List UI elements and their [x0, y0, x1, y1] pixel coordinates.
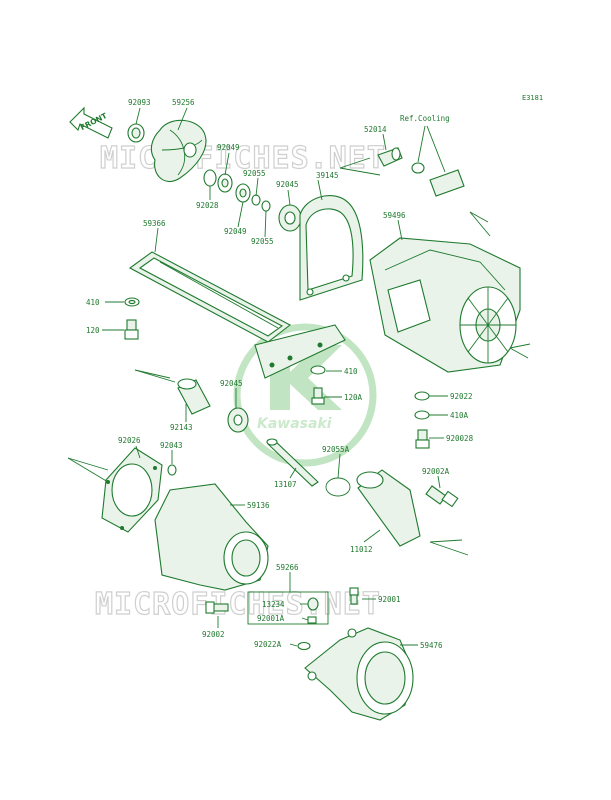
- label-52014: 52014: [364, 125, 387, 134]
- label-92001a: 92001A: [257, 614, 285, 623]
- kit-59266-box: [247, 591, 329, 625]
- label-92001: 92001: [378, 595, 401, 604]
- cone-11012: [356, 469, 421, 547]
- nut-92043: [167, 464, 177, 476]
- label-13107: 13107: [274, 480, 297, 489]
- label-92049-top: 92049: [217, 143, 240, 152]
- washer-92022a: [297, 641, 311, 651]
- label-59366: 59366: [143, 219, 166, 228]
- bolt-92002a: [425, 485, 459, 508]
- bearing-92045: [227, 407, 249, 433]
- bolt-120: [124, 319, 139, 340]
- label-92055a: 92055A: [322, 445, 350, 454]
- label-410-right: 410: [344, 367, 358, 376]
- label-920028: 920028: [446, 434, 474, 443]
- label-92055-top: 92055: [243, 169, 266, 178]
- label-410-left: 410: [86, 298, 100, 307]
- bolt-920028: [415, 429, 430, 449]
- label-120: 120: [86, 326, 100, 335]
- label-92093: 92093: [128, 98, 151, 107]
- label-92043: 92043: [160, 441, 183, 450]
- shaft-13107: [266, 438, 319, 487]
- label-59496: 59496: [383, 211, 406, 220]
- label-92022: 92022: [450, 392, 473, 401]
- washer-410-right: [310, 365, 326, 375]
- washer-410a: [414, 410, 430, 420]
- watermark-top: MICROFICHES.NET: [100, 141, 386, 176]
- bushing-92143: [177, 378, 211, 415]
- label-ref-cooling: Ref.Cooling: [400, 114, 450, 123]
- label-11012: 11012: [350, 545, 373, 554]
- bolt-92002: [205, 601, 229, 614]
- label-92028: 92028: [196, 201, 219, 210]
- impeller-group: [127, 119, 302, 232]
- cover-39145: [299, 195, 364, 301]
- label-410a: 410A: [450, 411, 469, 420]
- label-120a: 120A: [344, 393, 363, 402]
- label-39145: 39145: [316, 171, 339, 180]
- label-59136: 59136: [247, 501, 270, 510]
- label-92049-bottom: 92049: [224, 227, 247, 236]
- label-59266: 59266: [276, 563, 299, 572]
- label-92022a: 92022A: [254, 640, 282, 649]
- cooling-fitting: [377, 147, 465, 197]
- kawasaki-logo-text: Kawasaki: [257, 416, 332, 432]
- bolt-92001a: [307, 616, 317, 624]
- bolt-120a: [311, 387, 325, 405]
- diagram-code: E3181: [522, 94, 543, 102]
- label-92055-bottom: 92055: [251, 237, 274, 246]
- nozzle-59476: [304, 627, 414, 721]
- leader-lines: [67, 107, 531, 647]
- plate-59366: [128, 251, 346, 379]
- lever-13234: [307, 597, 319, 611]
- label-92143: 92143: [170, 423, 193, 432]
- label-92026: 92026: [118, 436, 141, 445]
- gasket-92026: [101, 447, 163, 533]
- label-92002a: 92002A: [422, 467, 450, 476]
- label-92045-top: 92045: [276, 180, 299, 189]
- bolt-92001: [349, 587, 359, 605]
- o-ring-92055a: [325, 477, 351, 497]
- label-59256: 59256: [172, 98, 195, 107]
- pump-housing-59496: [369, 237, 521, 373]
- label-13234: 13234: [262, 600, 285, 609]
- label-92002: 92002: [202, 630, 225, 639]
- label-92045-mid: 92045: [220, 379, 243, 388]
- washer-92022: [414, 391, 430, 401]
- watermark-bottom: MICROFICHES.NET: [95, 587, 381, 622]
- nozzle-59136: [154, 483, 269, 591]
- label-59476: 59476: [420, 641, 443, 650]
- washer-410: [124, 297, 140, 307]
- front-arrow-icon: FRONT: [69, 106, 113, 139]
